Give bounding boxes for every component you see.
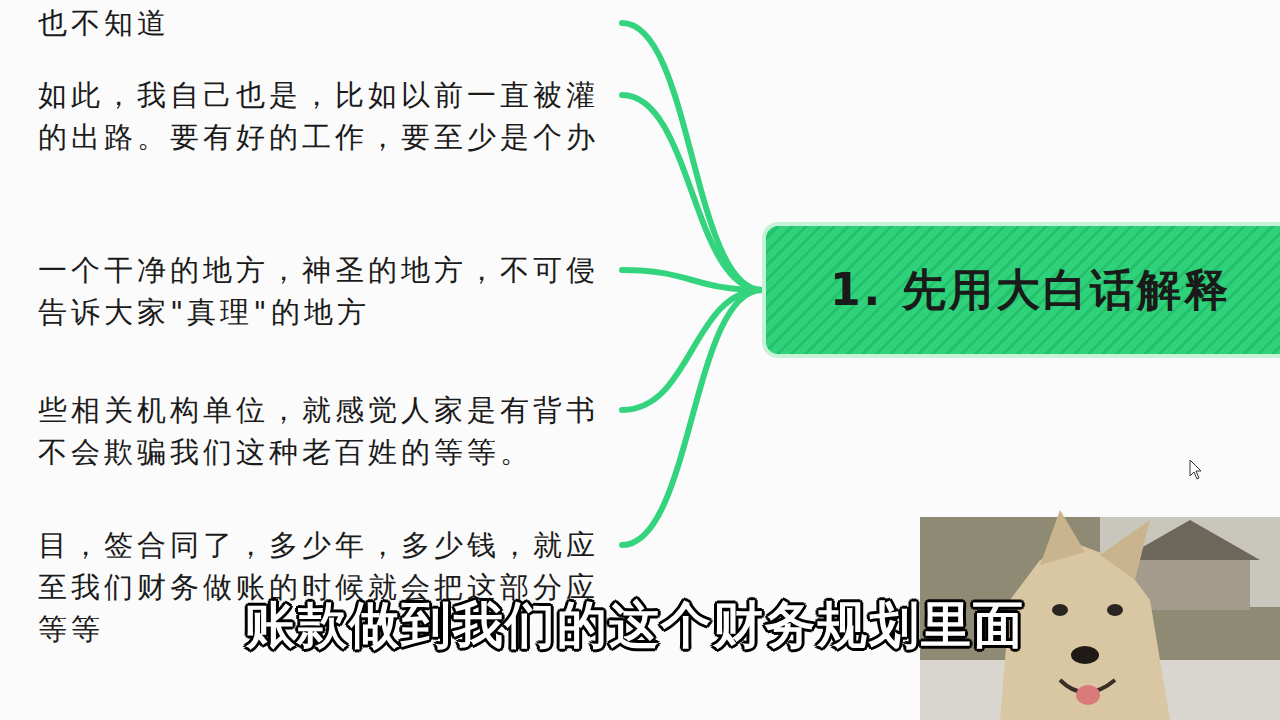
branch-line <box>622 95 762 290</box>
branch-line <box>622 290 762 545</box>
branch-text: 也不知道 <box>38 2 622 44</box>
mouse-cursor <box>1190 460 1201 479</box>
subtitle: 账款做到我们的这个财务规划里面 <box>245 592 1025 659</box>
topic-box: 1. 先用大白话解释 <box>762 222 1280 358</box>
node-text: 1. 先用大白话解释 <box>830 261 1231 320</box>
branch-text: 些相关机构单位，就感觉人家是有背书 不会欺骗我们这种老百姓的等等。 <box>38 389 622 473</box>
node-text: 一个干净的地方，神圣的地方，不可侵 告诉大家"真理"的地方 <box>38 249 608 333</box>
branch-line <box>622 290 762 410</box>
branch-text: 一个干净的地方，神圣的地方，不可侵 告诉大家"真理"的地方 <box>38 249 622 333</box>
node-text: 如此，我自己也是，比如以前一直被灌 的出路。要有好的工作，要至少是个办 <box>38 74 608 158</box>
node-text: 些相关机构单位，就感觉人家是有背书 不会欺骗我们这种老百姓的等等。 <box>38 389 608 473</box>
branch-line <box>622 23 762 290</box>
branch-text: 如此，我自己也是，比如以前一直被灌 的出路。要有好的工作，要至少是个办 <box>38 74 622 158</box>
branch-line <box>622 270 762 290</box>
node-text: 也不知道 <box>38 2 608 44</box>
